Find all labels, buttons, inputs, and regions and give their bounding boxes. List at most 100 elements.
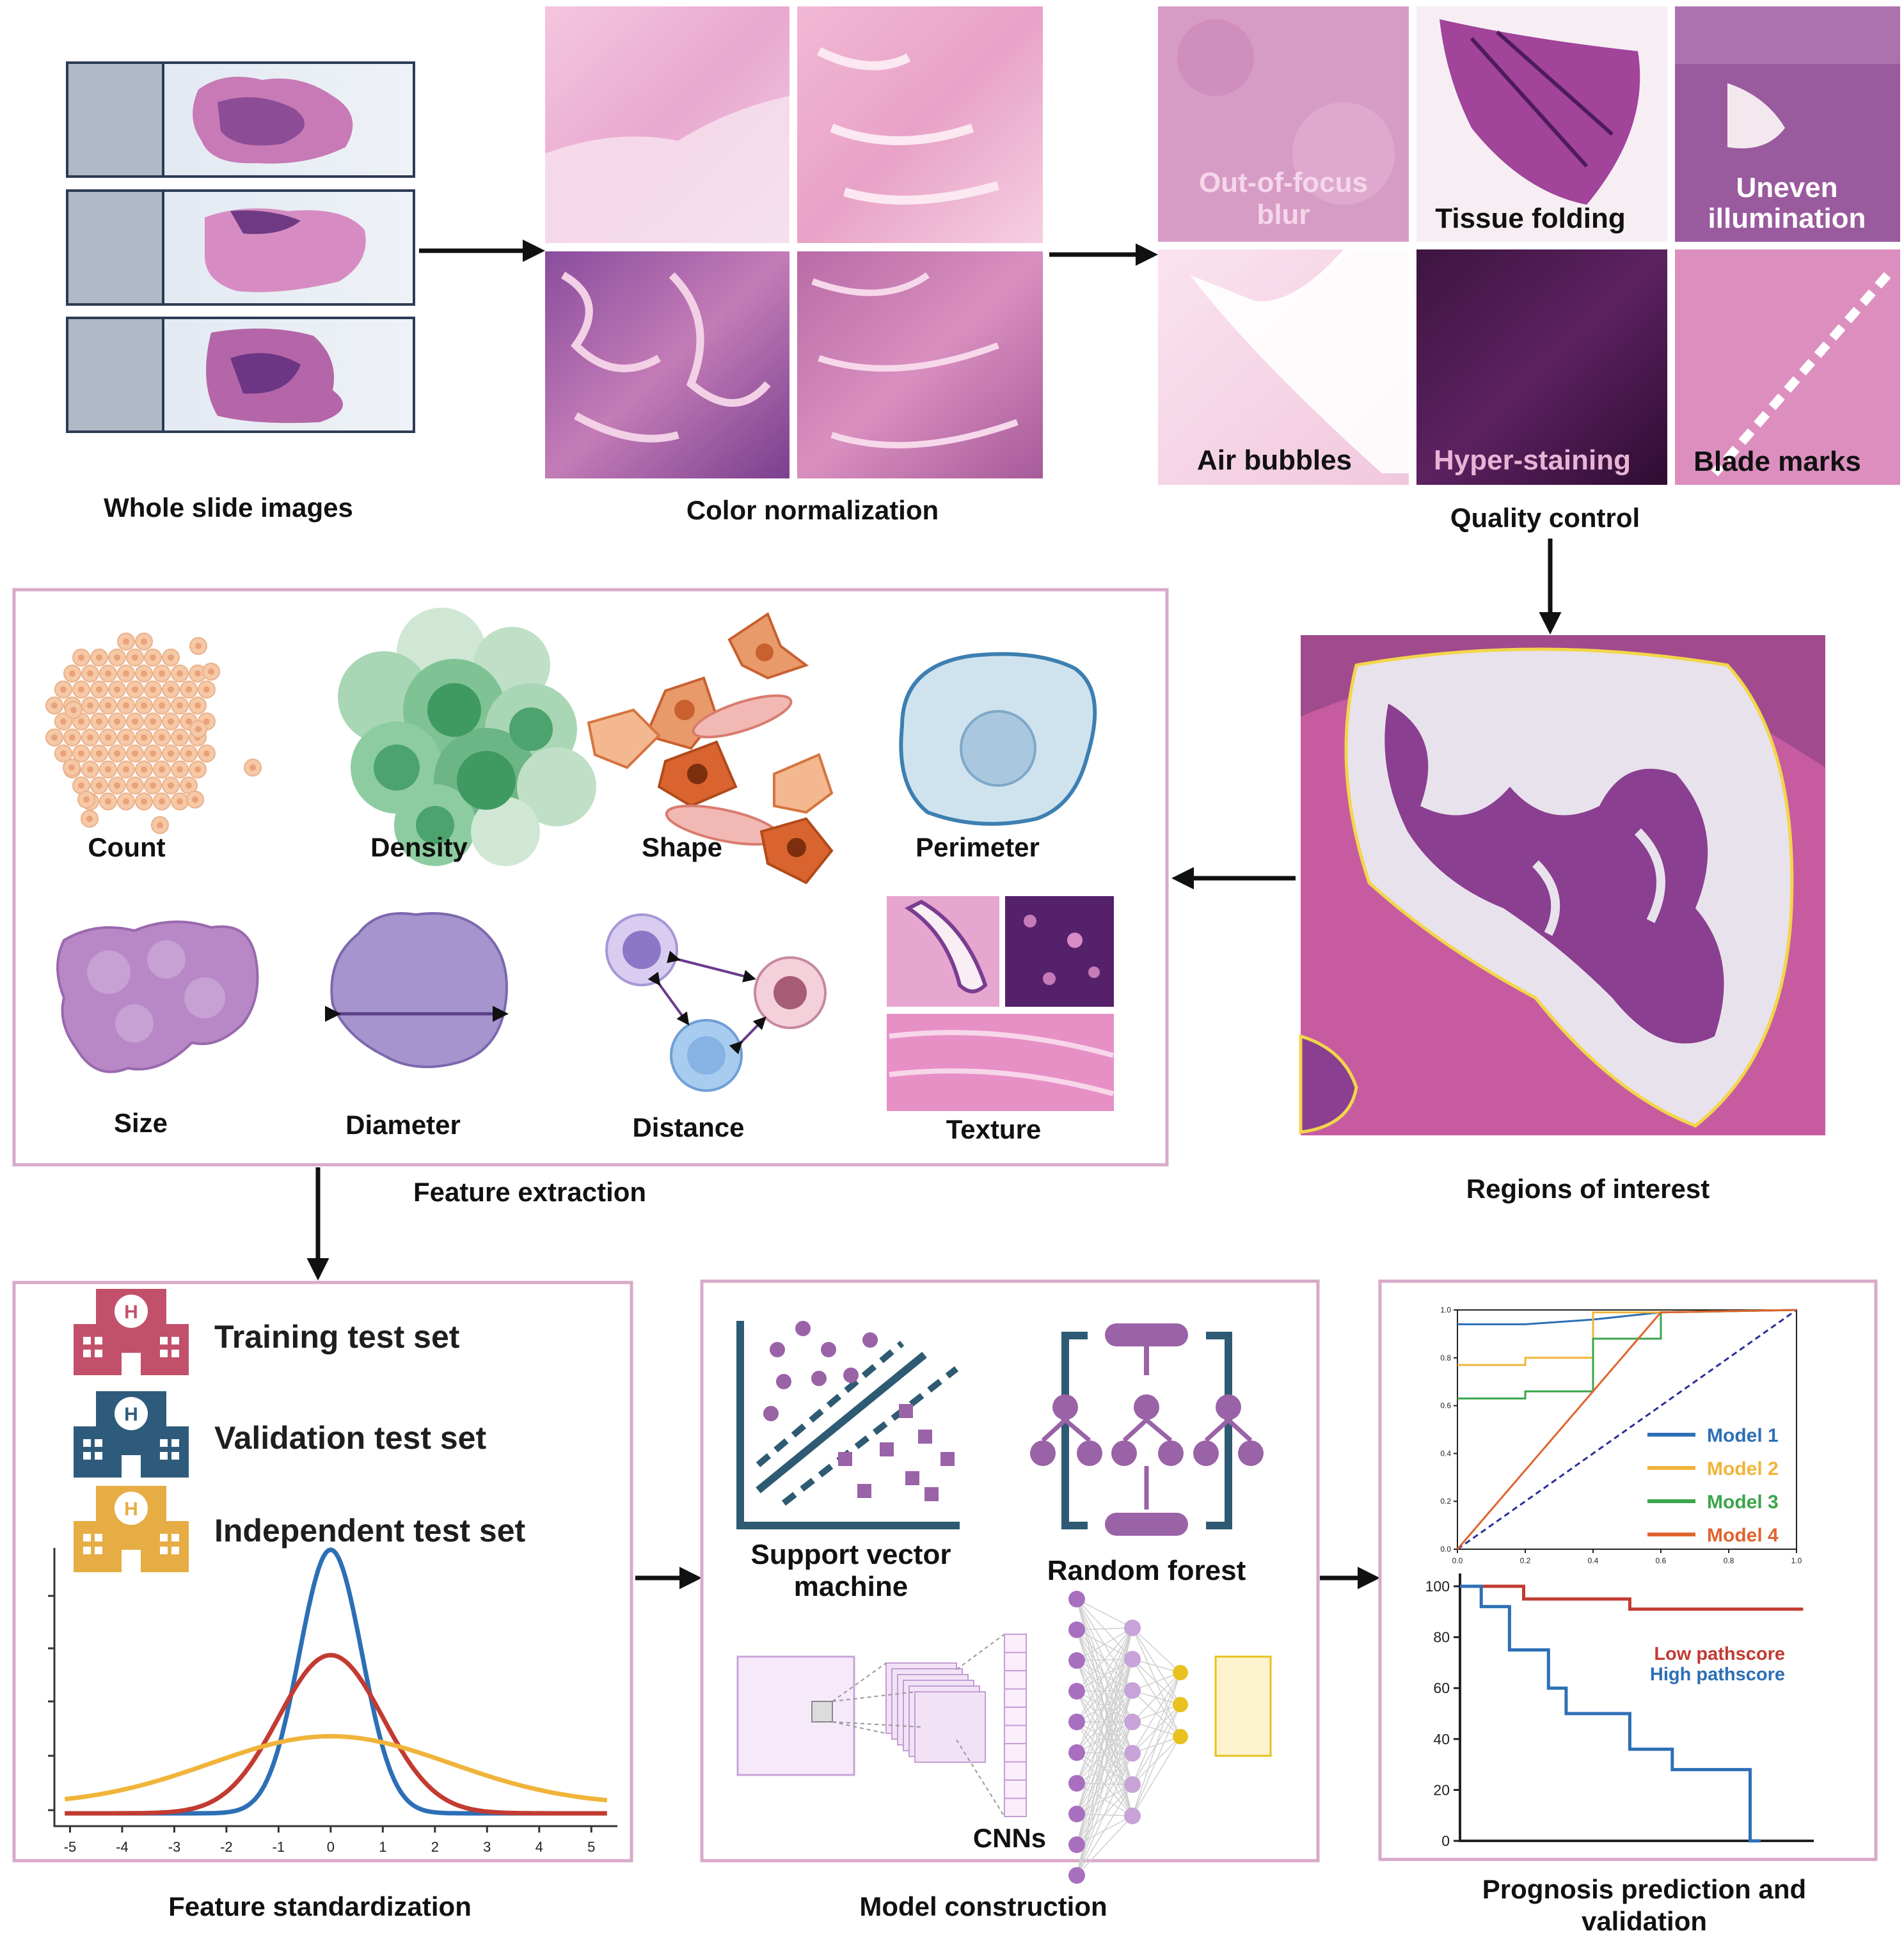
feature-label: Density [370,832,468,862]
neuron [1068,1836,1085,1853]
x-tick-label: 0.4 [1588,1556,1599,1565]
legend-label: Model 1 [1707,1425,1779,1446]
feature-extraction-panel [12,588,1169,1167]
dataset-label: Validation test set [214,1420,486,1456]
feature-label: Perimeter [916,832,1040,862]
neuron [1068,1683,1085,1699]
output-neuron [1173,1665,1188,1680]
rf-label: Random forest [1047,1555,1246,1586]
svg-text:H: H [124,1302,138,1323]
cnn-icon [736,1591,1272,1884]
x-tick-label: -1 [273,1839,285,1855]
x-tick-label: -5 [64,1839,77,1855]
shape-icon [587,611,834,885]
y-tick-label: 60 [1433,1680,1450,1696]
size-icon [56,920,259,1073]
artifact-label: Tissue folding [1435,203,1625,234]
output-neuron [1173,1697,1188,1712]
x-tick-label: 5 [587,1839,595,1855]
y-tick-label: 100 [1425,1578,1450,1595]
diameter-icon [325,912,509,1068]
x-tick-label: 0.2 [1520,1556,1531,1565]
neuron [1068,1744,1085,1761]
y-tick-label: 0.0 [1440,1545,1451,1554]
color-normalization-tiles [545,6,1043,478]
neuron [1068,1867,1085,1884]
y-tick-label: 40 [1433,1731,1450,1747]
legend-label: Model 4 [1707,1525,1779,1546]
caption-prognosis: Prognosis prediction and [1482,1874,1806,1904]
caption-color-normalization: Color normalization [686,495,939,525]
x-tick-label: -2 [220,1839,233,1855]
artifact-label: Uneven [1736,172,1838,203]
y-tick-label: 0.4 [1440,1449,1451,1458]
texture-icon [887,896,1115,1111]
y-tick-label: 1.0 [1440,1305,1451,1314]
caption-prognosis: validation [1582,1906,1707,1936]
hospital-icon: H [74,1486,189,1572]
x-tick-label: 1.0 [1791,1556,1802,1565]
svm-icon [736,1321,960,1529]
x-tick-label: -3 [168,1839,181,1855]
x-tick-label: 3 [483,1839,491,1855]
neuron [1068,1652,1085,1669]
caption-feature-standardization: Feature standardization [168,1891,472,1921]
hospital-icon: H [74,1289,189,1375]
neuron [1068,1775,1085,1792]
neuron [1124,1682,1141,1699]
tissue-tile [1675,249,1900,485]
dataset-label: Training test set [214,1319,460,1355]
neuron [1068,1806,1085,1822]
tissue-tile [1416,249,1667,485]
distribution-curve [65,1547,607,1816]
svm-label: Support vector [751,1539,951,1570]
artifact-label: Blade marks [1694,446,1861,477]
axis [53,1548,617,1827]
artifact-label: blur [1257,199,1310,230]
distribution-curve [64,1734,607,1802]
neuron [1068,1591,1085,1607]
neuron [1124,1808,1141,1824]
neuron [1068,1621,1085,1638]
quality-control-tiles [1158,6,1900,485]
feature-label: Texture [946,1114,1042,1144]
distribution-curve [65,1653,607,1816]
y-tick-label: 0 [1441,1833,1450,1849]
hospital-icon: H [74,1391,189,1478]
caption-model-construction: Model construction [859,1891,1107,1921]
reference-line [1457,1309,1797,1550]
y-tick-label: 80 [1433,1629,1450,1646]
y-tick-label: 0.2 [1440,1497,1451,1506]
survival-curve [1460,1584,1804,1611]
glass-slide [66,189,415,306]
artifact-label: illumination [1708,203,1866,234]
x-tick-label: 0 [327,1839,335,1855]
model-construction-panel [700,1279,1320,1863]
y-tick-label: 20 [1433,1781,1450,1798]
feature-label: Size [114,1108,168,1138]
glass-slide [66,317,415,433]
feature-standardization-panel [12,1281,633,1863]
dataset-label: Independent test set [214,1513,526,1549]
caption-regions-of-interest: Regions of interest [1466,1174,1710,1204]
random-forest-icon [1030,1323,1264,1536]
artifact-label: Air bubbles [1197,445,1352,476]
perimeter-icon [899,652,1097,826]
artifact-label: Out-of-focus [1199,167,1368,198]
feature-label: Diameter [345,1110,461,1140]
distance-icon [605,913,827,1092]
legend-label: Model 3 [1707,1492,1779,1513]
feature-label: Shape [642,832,722,862]
count-icon [45,633,262,834]
x-tick-label: 0.8 [1724,1556,1734,1565]
glass-slide [66,61,415,178]
x-tick-label: 0.6 [1656,1556,1667,1565]
survival-curve [1460,1584,1761,1843]
caption-wsi: Whole slide images [104,493,353,523]
x-tick-label: 4 [536,1839,543,1855]
y-tick-label: 0.8 [1440,1353,1451,1362]
density-icon [338,608,596,866]
